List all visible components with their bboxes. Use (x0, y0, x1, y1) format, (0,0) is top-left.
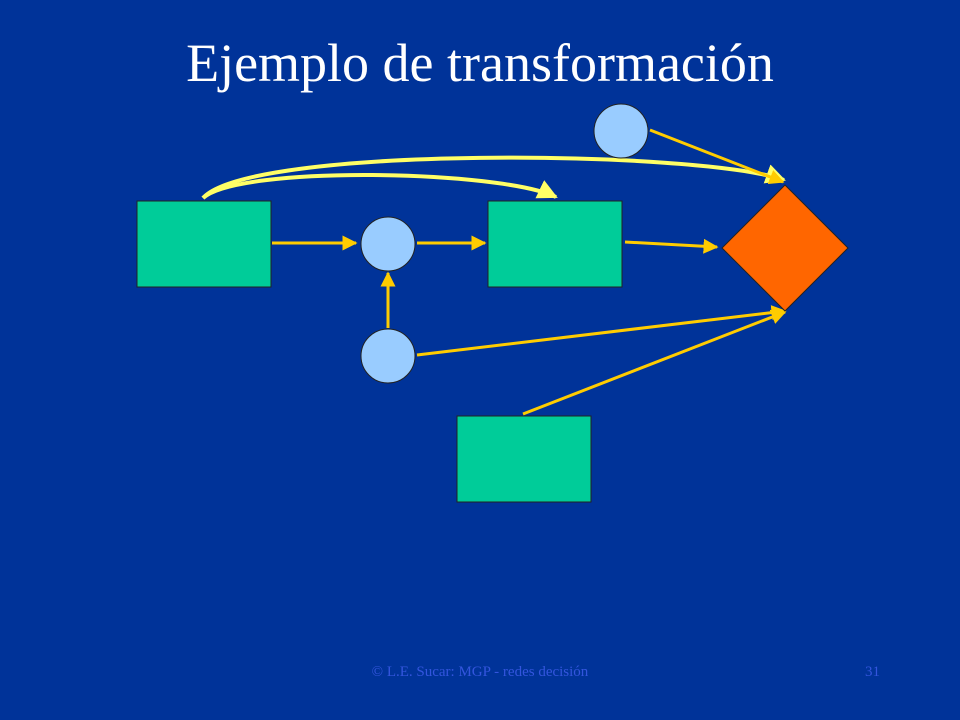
decision-node-2 (487, 200, 623, 288)
decision-node-1 (136, 200, 272, 288)
decision-node-3 (456, 415, 592, 503)
chance-node-1 (360, 216, 416, 272)
arc-decision-2-to-utility (624, 238, 719, 254)
slide-title: Ejemplo de transformación (186, 33, 774, 93)
arc-decision-1-to-decision-2 (201, 173, 558, 200)
arc-decision-1-to-utility (201, 155, 786, 200)
utility-node (721, 184, 849, 312)
page-number: 31 (865, 664, 880, 680)
chance-node-2 (360, 328, 416, 384)
chance-node-top (593, 103, 649, 159)
arc-chance-2-to-utility (416, 305, 787, 357)
arc-chance-top-to-utility (649, 128, 785, 185)
footer-text: © L.E. Sucar: MGP - redes decisión (371, 664, 589, 680)
arc-decision-3-to-utility (522, 309, 787, 416)
